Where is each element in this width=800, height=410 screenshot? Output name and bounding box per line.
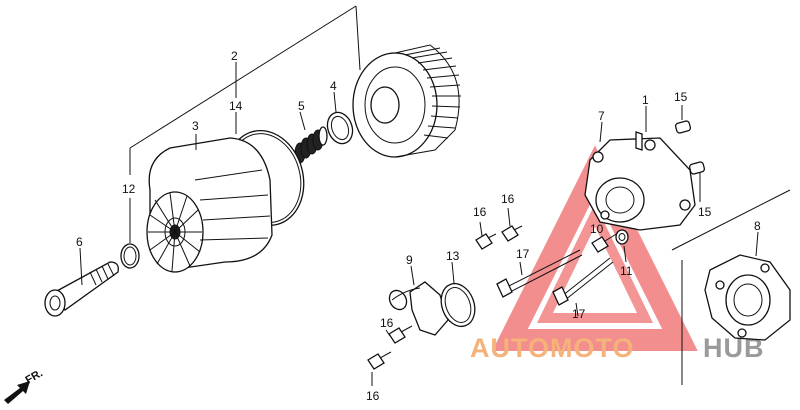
o-ring-12 bbox=[120, 198, 140, 269]
o-ring-13 bbox=[440, 261, 476, 328]
callout-9: 9 bbox=[406, 253, 413, 267]
callout-17-a: 17 bbox=[516, 247, 530, 261]
callout-2: 2 bbox=[231, 49, 238, 63]
callout-labels: 2 14 3 5 4 12 6 1 15 7 15 16 16 17 10 11… bbox=[76, 49, 761, 403]
o-ring-4 bbox=[326, 91, 354, 145]
oil-filter-element bbox=[352, 44, 461, 158]
long-bolt-17-a bbox=[496, 249, 583, 298]
callout-10: 10 bbox=[590, 222, 604, 236]
callout-17-b: 17 bbox=[572, 307, 586, 321]
callout-16-a: 16 bbox=[473, 205, 487, 219]
long-bolt-17-b bbox=[552, 257, 614, 317]
water-hose-joint-9 bbox=[388, 265, 449, 336]
spring-5 bbox=[294, 111, 328, 164]
callout-13: 13 bbox=[446, 249, 460, 263]
callout-3: 3 bbox=[192, 119, 199, 133]
bolt-16-b bbox=[501, 207, 523, 242]
front-direction-arrow-icon bbox=[4, 381, 30, 404]
bolt-10 bbox=[591, 232, 619, 253]
callout-7: 7 bbox=[598, 109, 605, 123]
callout-16-c: 16 bbox=[380, 316, 394, 330]
callout-6: 6 bbox=[76, 235, 83, 249]
front-direction-label: FR. bbox=[24, 367, 45, 386]
center-bolt-6 bbox=[44, 247, 119, 317]
bolt-16-a bbox=[475, 221, 497, 250]
callout-1: 1 bbox=[642, 93, 649, 107]
callout-15-side: 15 bbox=[698, 205, 712, 219]
dowel-pin-15-side bbox=[688, 161, 706, 175]
washer-11 bbox=[615, 229, 629, 263]
callout-5: 5 bbox=[298, 99, 305, 113]
callout-11: 11 bbox=[620, 264, 633, 278]
watermark-text-auto: AUTOMOTO bbox=[470, 333, 635, 363]
filter-cover-3 bbox=[146, 134, 273, 273]
callout-14: 14 bbox=[229, 99, 243, 113]
callout-8: 8 bbox=[754, 219, 761, 233]
watermark-logo: AUTOMOTO HUB bbox=[470, 145, 764, 363]
bolt-16-d bbox=[367, 351, 392, 386]
callout-16-d: 16 bbox=[366, 389, 380, 403]
group-bracket-2 bbox=[129, 5, 361, 175]
callout-16-b: 16 bbox=[501, 192, 515, 206]
dowel-pin-15-top bbox=[674, 105, 692, 134]
water-pump-body-7 bbox=[584, 106, 701, 231]
callout-4: 4 bbox=[330, 79, 337, 93]
pump-cover-8 bbox=[671, 189, 791, 385]
callout-15-top: 15 bbox=[674, 90, 688, 104]
callout-12: 12 bbox=[122, 182, 136, 196]
bolt-16-c bbox=[385, 325, 413, 344]
